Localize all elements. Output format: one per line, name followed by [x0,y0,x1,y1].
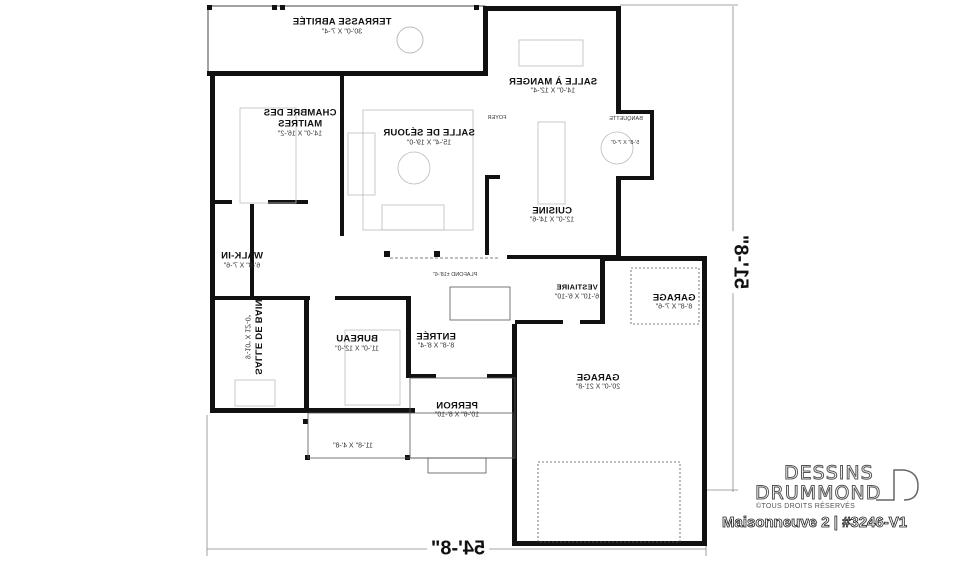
label-sejour: SALLE DE SÉJOUR [383,127,475,139]
label-salle-manger: SALLE À MANGER [508,76,598,88]
dim-sejour: 15'-4" X 19'-0" [406,139,452,147]
label-vestiaire: VESTIAIRE [556,282,598,292]
label-walkin: WALK-IN [220,250,264,262]
dim-bureau: 11'-0" X 12'-0" [335,345,379,353]
label-terrasse: TERRASSE ABRITÉE [292,16,392,28]
dim-salle-bain: 9'-10" X 12'-0" [243,314,251,360]
logo-line-2: DRUMMOND [754,482,882,504]
dim-porch: 11'-8" X 4'-8" [333,442,373,450]
label-salle-bain: SALLE DE BAIN [252,299,264,375]
dim-entree: 8'-8" X 8'-4" [417,342,455,350]
dim-perron: 10'-6" X 8'-10" [434,411,480,419]
porch-outline [307,257,700,543]
logo-mark-icon [876,469,919,501]
dim-chambre: 14'-0" X 16'-2" [277,130,323,138]
label-chambre-1: CHAMBRE DES [263,107,337,119]
dim-salle-manger: 14'-0" X 12'-4" [530,87,576,95]
label-chambre-2: MAITRES [277,118,323,130]
plan-title: Maisonneuve 2 | #3246-V1 [722,514,908,532]
copyright: ©TOUS DROITS RÉSERVÉS [756,503,856,510]
logo-line-1: DESSINS [784,462,874,484]
label-perron: PERRON [436,400,478,412]
label-bureau: BUREAU [336,333,378,345]
dim-garage: 20'-0" X 21'-8" [575,383,621,391]
label-banquette: BANQUETTE [609,116,643,122]
label-foyer: FOYER [487,115,507,121]
label-plafond: PLAFOND ±18'-6" [432,272,478,278]
dim-banquette: 5'-8" X 7'-0" [610,140,640,146]
furniture [234,39,634,407]
overall-depth: 51'-8" [728,230,752,294]
label-entree: ENTRÉE [416,331,456,343]
dim-vestiaire: 6'-10" X 6'-10" [554,293,600,301]
dim-walkin: 6'-8" X 7'-6" [223,262,261,270]
dim-cuisine: 12'-0" X 14'-6" [529,216,575,224]
walls [207,6,707,546]
dim-terrasse: 30'-0" X 7'-4" [321,28,363,36]
terrace [207,5,486,75]
dim-garage-small: 8'-8" X 7'-6" [655,303,693,311]
label-cuisine: CUISINE [532,205,572,217]
overall-width: 54'-8" [426,537,490,561]
label-garage-small: GARAGE [652,292,696,304]
label-garage: GARAGE [576,372,620,384]
